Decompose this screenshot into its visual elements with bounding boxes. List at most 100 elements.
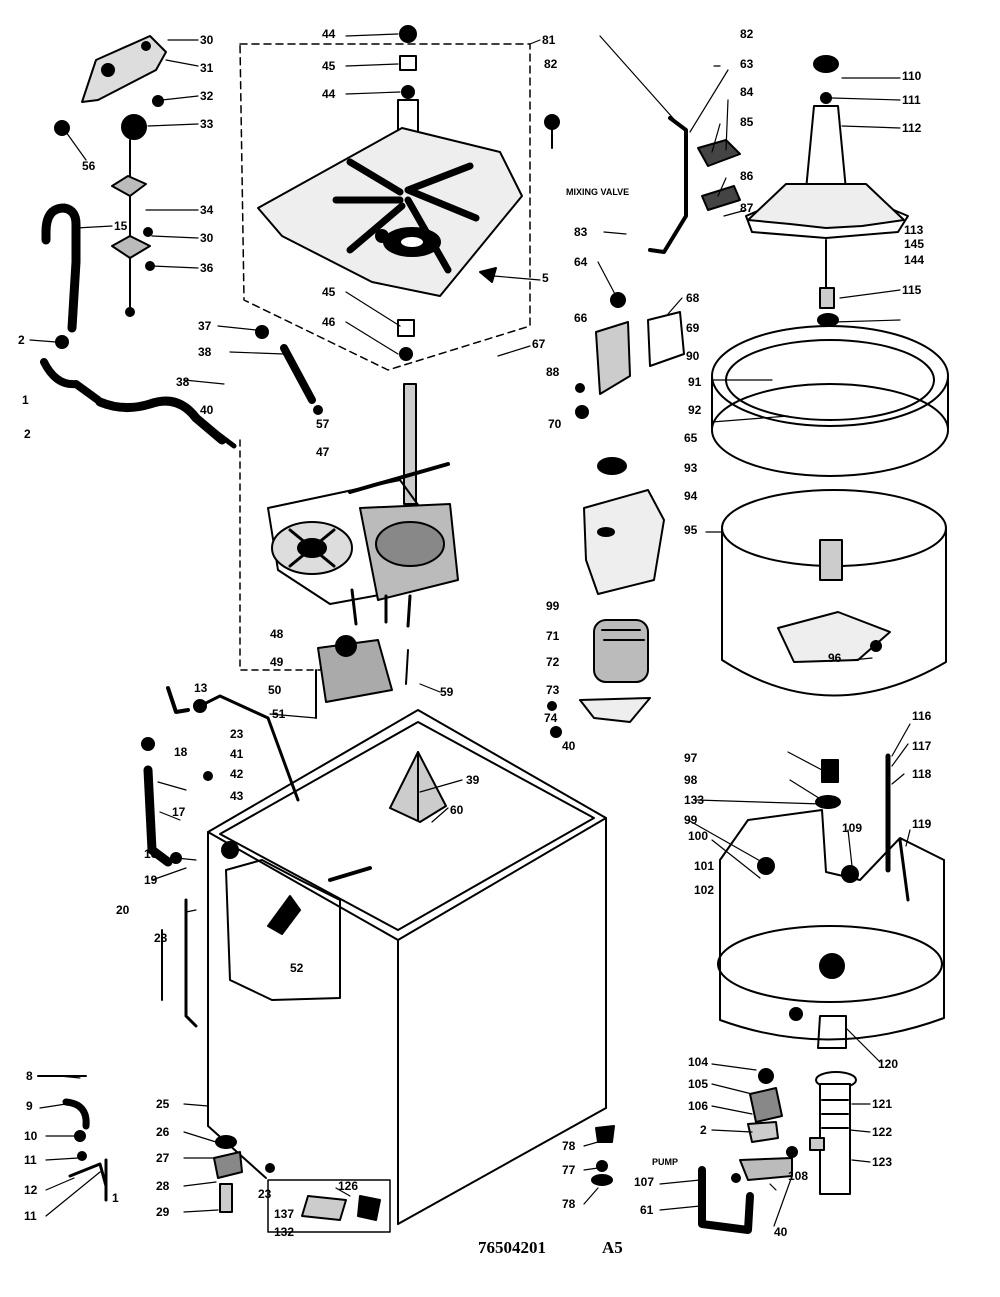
- callout-label: 60: [450, 803, 464, 817]
- callout-label: 85: [740, 115, 754, 129]
- callout-label: 121: [872, 1097, 893, 1111]
- callout-label: 83: [574, 225, 588, 239]
- callout-label: 117: [912, 739, 932, 753]
- fill-hose: [46, 208, 76, 328]
- callout-label: 30: [200, 33, 214, 47]
- callout-label: 18: [174, 745, 188, 759]
- callout-label: 48: [270, 627, 284, 641]
- callout-label: 115: [902, 283, 922, 297]
- callout-label: 93: [684, 461, 698, 475]
- callout-label: 46: [322, 315, 336, 329]
- callout-label: 23: [230, 727, 244, 741]
- agitator: [746, 56, 908, 326]
- cabinet: [208, 710, 606, 1224]
- callout-label: 12: [24, 1183, 38, 1197]
- callout-label: 109: [842, 821, 863, 835]
- callout-label: 33: [200, 117, 214, 131]
- callout-label: 82: [544, 57, 558, 71]
- callout-label: 69: [686, 321, 700, 335]
- callout-label: 73: [546, 683, 560, 697]
- callout-label: 116: [912, 709, 932, 723]
- diagram-revision: A5: [602, 1238, 623, 1257]
- callout-label: 27: [156, 1151, 170, 1165]
- callout-label: 94: [684, 489, 698, 503]
- callout-label: 40: [200, 403, 214, 417]
- callout-label: 56: [82, 159, 96, 173]
- diagram-part-number: 76504201: [478, 1238, 546, 1257]
- callout-label: 45: [322, 59, 336, 73]
- callout-label: 11: [24, 1209, 37, 1223]
- callout-label: 104: [688, 1055, 709, 1069]
- callout-label: 126: [338, 1179, 359, 1193]
- hose-clamp: [256, 326, 322, 414]
- callout-label: 95: [684, 523, 698, 537]
- callout-label: 57: [316, 417, 330, 431]
- callout-label: 40: [774, 1225, 788, 1239]
- callout-label: 81: [542, 33, 556, 47]
- callout-label: 8: [26, 1069, 33, 1083]
- callout-label: 144: [904, 253, 925, 267]
- callout-label: 107: [634, 1175, 655, 1189]
- callout-label: 11: [24, 1153, 37, 1167]
- washer-part: [56, 336, 68, 348]
- callout-label: 38: [198, 345, 212, 359]
- callout-label: 92: [688, 403, 702, 417]
- callout-label: 145: [904, 237, 925, 251]
- callout-label: 72: [546, 655, 560, 669]
- callout-label: 118: [912, 767, 932, 781]
- callout-label: 111: [902, 93, 921, 107]
- callout-label: 70: [548, 417, 562, 431]
- callout-label: 20: [116, 903, 130, 917]
- callout-label: 77: [562, 1163, 576, 1177]
- pump-motor-column: [548, 118, 740, 1185]
- callout-label: 32: [200, 89, 214, 103]
- callout-label: 137: [274, 1207, 295, 1221]
- drain-hose: [100, 401, 222, 440]
- callout-label: 51: [272, 707, 286, 721]
- water-valve-assembly: [55, 36, 166, 316]
- callout-label: 74: [544, 711, 558, 725]
- callout-label: 82: [740, 27, 754, 41]
- callout-label: 90: [686, 349, 700, 363]
- callout-label: 98: [684, 773, 698, 787]
- callout-label: 96: [828, 651, 842, 665]
- callout-label: 10: [24, 1129, 38, 1143]
- callout-label: 28: [156, 1179, 170, 1193]
- callout-label: 91: [688, 375, 702, 389]
- callout-label: 19: [144, 873, 158, 887]
- leveling-leg-box: [268, 1180, 390, 1232]
- transmission-assembly: [268, 268, 496, 718]
- callout-label: 13: [194, 681, 208, 695]
- callout-label: 99: [684, 813, 698, 827]
- callout-label: 1: [22, 393, 29, 407]
- callout-label: 68: [686, 291, 700, 305]
- callout-label: 34: [200, 203, 214, 217]
- tub-assembly: [712, 326, 948, 696]
- callout-label: 1: [112, 1191, 119, 1205]
- leader-lines: [30, 34, 910, 1226]
- callout-label: 84: [740, 85, 754, 99]
- callout-label: 50: [268, 683, 282, 697]
- callout-label: 41: [230, 747, 244, 761]
- callout-label: 100: [688, 829, 709, 843]
- callout-label: 78: [562, 1139, 576, 1153]
- outer-tub: [718, 756, 944, 1048]
- hose-parts-left: [142, 688, 298, 1026]
- callout-label: 23: [154, 931, 168, 945]
- callout-label: 87: [740, 201, 754, 215]
- callout-label: 65: [684, 431, 698, 445]
- callout-label: 16: [144, 847, 158, 861]
- callout-label: 25: [156, 1097, 170, 1111]
- callout-label: 40: [562, 739, 576, 753]
- callout-label: 108: [788, 1169, 809, 1183]
- callout-label: 52: [290, 961, 304, 975]
- mixing-valve-annotation: MIXING VALVE: [566, 187, 630, 197]
- callout-label: 123: [872, 1155, 893, 1169]
- callout-label: 113: [904, 223, 924, 237]
- callout-label: 45: [322, 285, 336, 299]
- callout-label: 44: [322, 87, 336, 101]
- pump-annotation: PUMP: [652, 1157, 679, 1167]
- callout-label: 43: [230, 789, 244, 803]
- callout-label: 99: [546, 599, 560, 613]
- callout-label: 44: [322, 27, 336, 41]
